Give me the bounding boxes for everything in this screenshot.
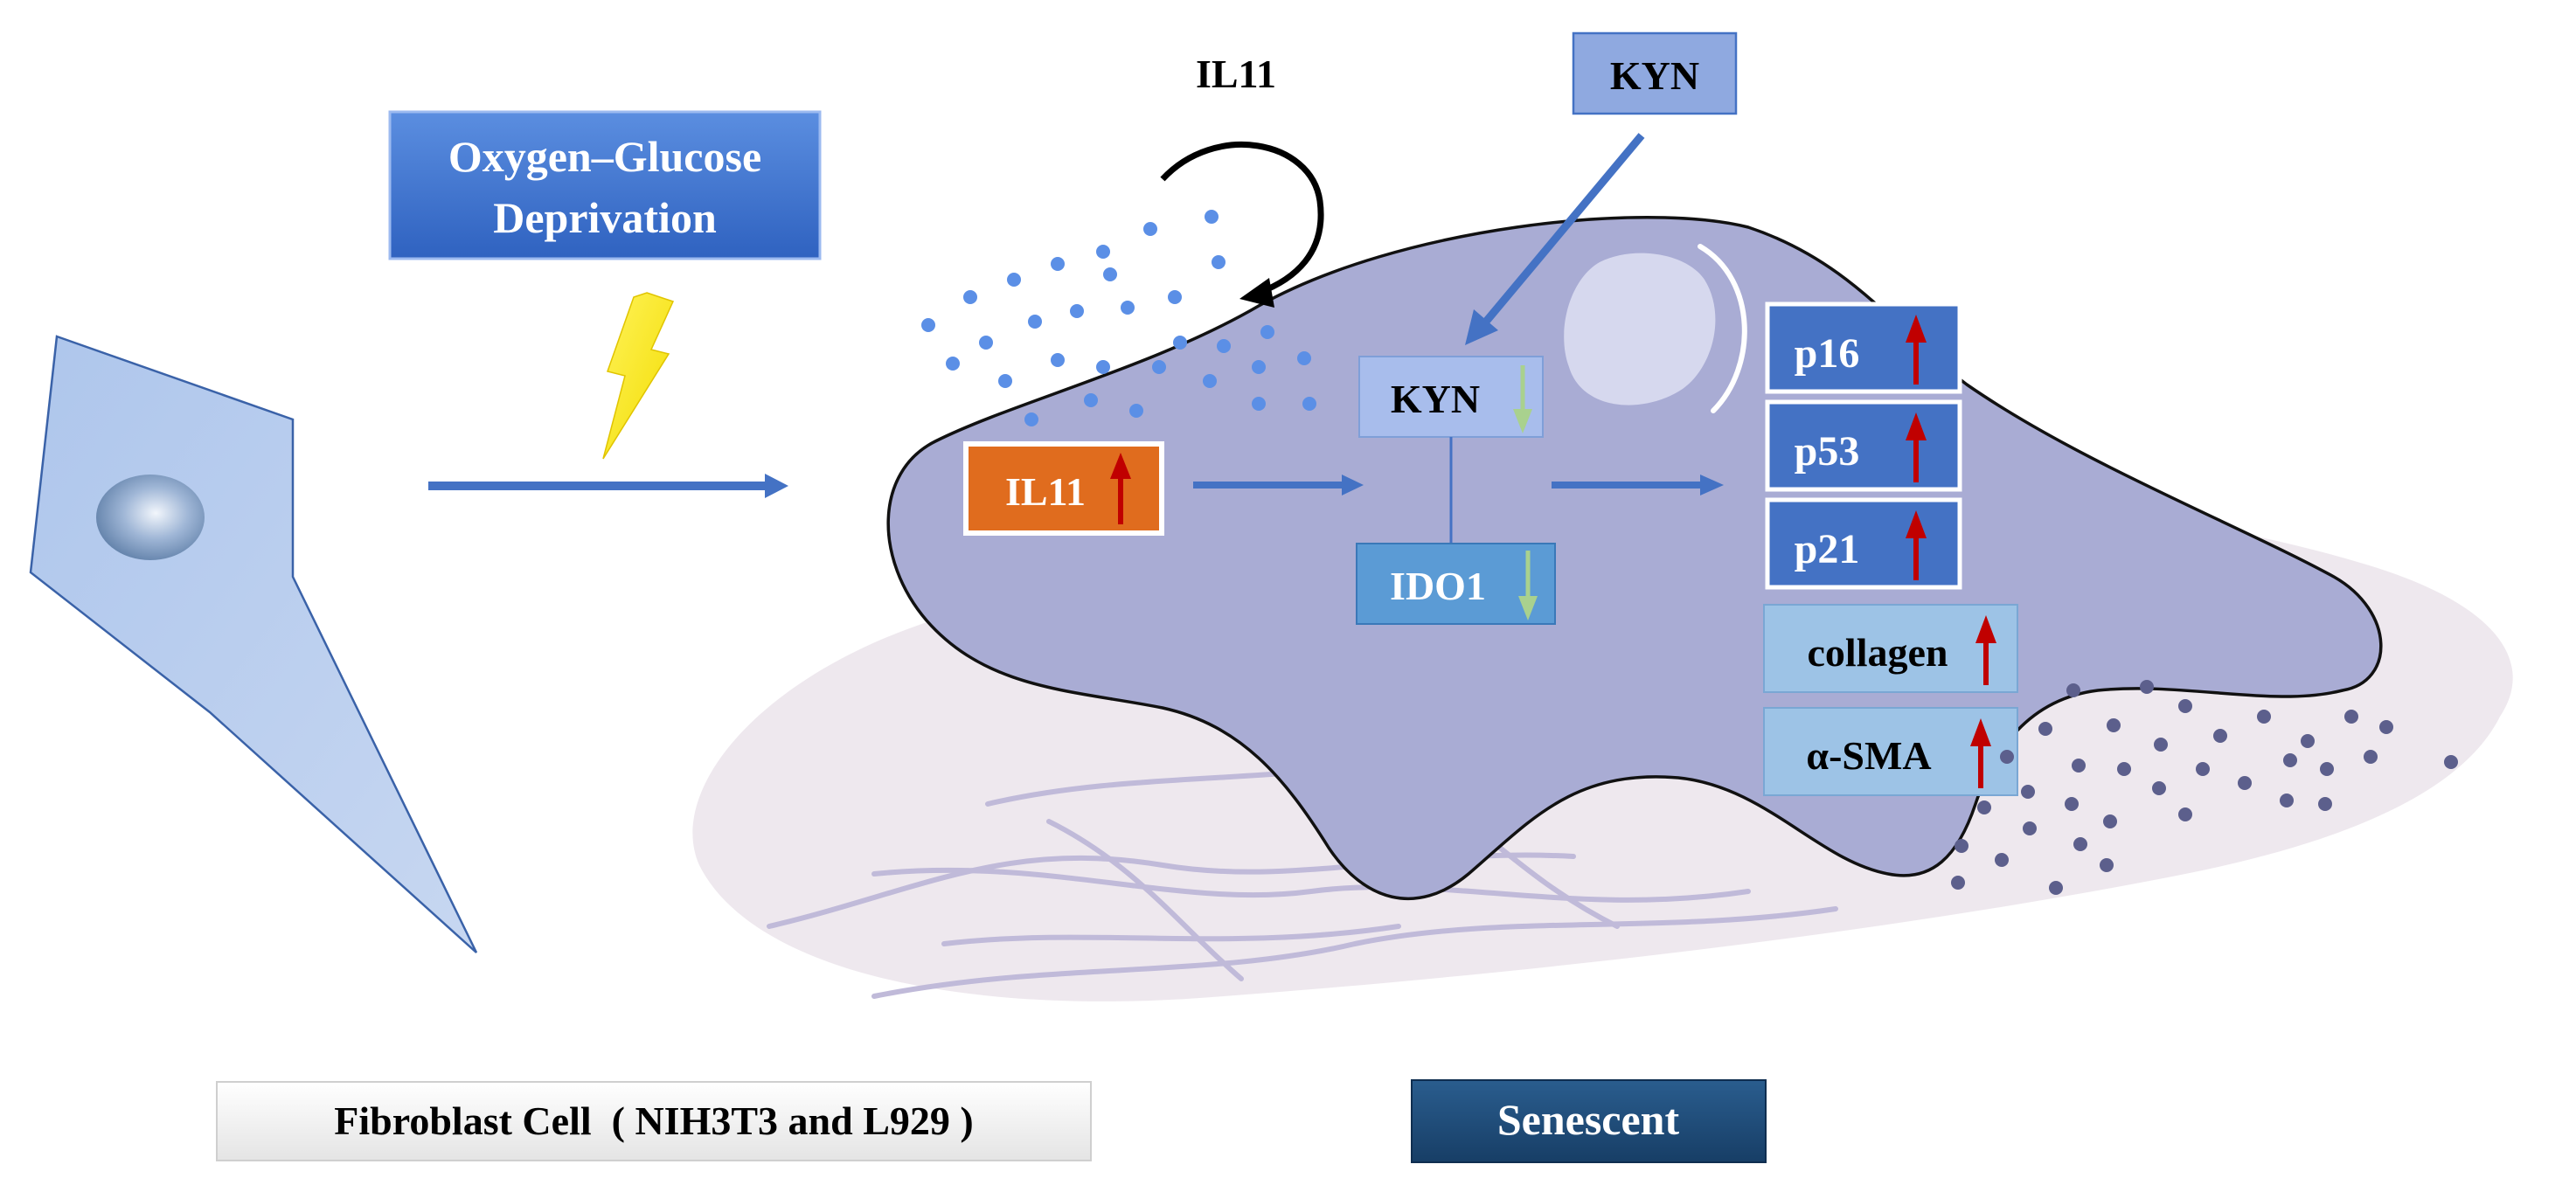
ido1-label: IDO1 bbox=[1390, 564, 1486, 608]
kyn-inner-box bbox=[1358, 356, 1544, 438]
kyn-down-arrow-icon bbox=[1513, 365, 1532, 433]
p16-up-arrow-icon bbox=[1906, 315, 1927, 385]
senescent-nucleus bbox=[1564, 253, 1716, 405]
collagen-up-arrow-icon bbox=[1975, 615, 1996, 685]
fibroblast-nucleus bbox=[96, 475, 205, 560]
lightning-bolt-icon bbox=[602, 292, 675, 460]
p21-label: p21 bbox=[1795, 526, 1860, 572]
collagen-box: collagen bbox=[1763, 604, 2018, 693]
p16-box: p16 bbox=[1765, 301, 1962, 394]
sma-box: α-SMA bbox=[1763, 707, 2018, 796]
p53-up-arrow-icon bbox=[1906, 412, 1927, 482]
nuclear-membrane-arc bbox=[1698, 244, 1747, 413]
p16-label: p16 bbox=[1795, 330, 1860, 377]
ogd-label-line2: Deprivation bbox=[493, 193, 717, 242]
ido1-down-arrow-icon bbox=[1518, 551, 1538, 620]
il11-top-label: IL11 bbox=[1196, 52, 1276, 96]
p53-label: p53 bbox=[1795, 428, 1860, 475]
ogd-box bbox=[388, 110, 822, 260]
fibroblast-caption: Fibroblast Cell ( NIH3T3 and L929 ) bbox=[334, 1098, 973, 1143]
kyn-top-label: KYN bbox=[1610, 53, 1699, 98]
p53-box: p53 bbox=[1765, 399, 1962, 492]
fibroblast-caption-box bbox=[216, 1081, 1092, 1161]
il11-box-label: IL11 bbox=[1005, 469, 1086, 514]
il11-box bbox=[963, 441, 1164, 536]
p21-box: p21 bbox=[1765, 497, 1962, 590]
kyn-uptake-arrow bbox=[1465, 133, 1645, 345]
sasp-dots bbox=[1951, 680, 2458, 895]
p21-up-arrow-icon bbox=[1906, 510, 1927, 580]
kyn-to-markers-arrow bbox=[1552, 475, 1724, 495]
senescent-caption-box bbox=[1411, 1079, 1767, 1163]
senescent-caption: Senescent bbox=[1497, 1095, 1680, 1144]
ido1-box bbox=[1356, 543, 1556, 625]
kyn-top-box bbox=[1572, 31, 1738, 115]
stimulus-arrow bbox=[428, 474, 788, 498]
sma-label: α-SMA bbox=[1806, 733, 1931, 778]
secreted-il11-dots bbox=[921, 210, 1316, 426]
il11-to-kyn-arrow bbox=[1193, 475, 1364, 495]
ogd-label-line1: Oxygen–Glucose bbox=[448, 132, 761, 181]
il11-up-arrow-icon bbox=[1110, 453, 1131, 524]
kyn-inner-label: KYN bbox=[1391, 377, 1480, 421]
sma-up-arrow-icon bbox=[1970, 718, 1991, 788]
collagen-label: collagen bbox=[1808, 630, 1948, 675]
fibroblast-cell bbox=[29, 335, 478, 953]
il11-loop-arrow bbox=[1160, 142, 1324, 308]
